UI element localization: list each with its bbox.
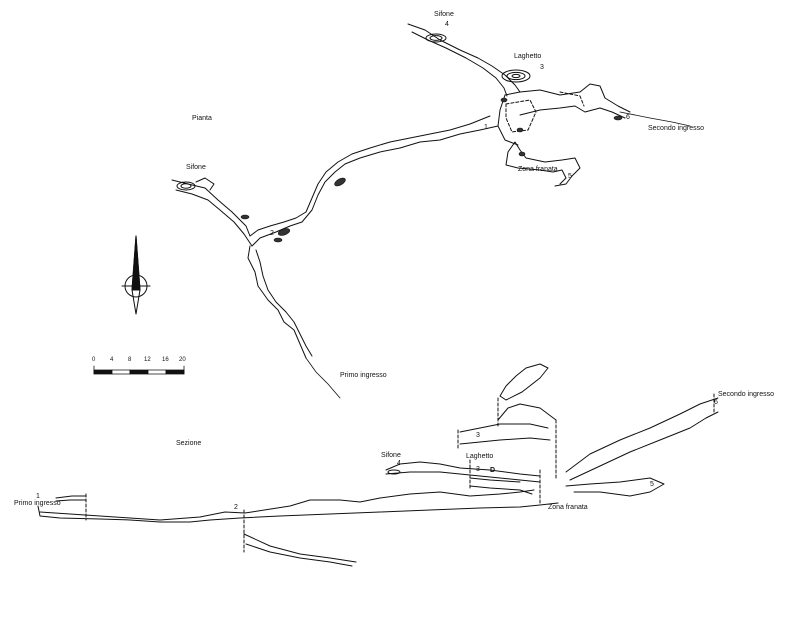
station-5-section: 5 [650, 481, 654, 488]
label-primo-ingresso-section: Primo ingresso [14, 500, 61, 507]
station-2-section: 2 [234, 504, 238, 511]
label-secondo-ingresso-plan: Secondo ingresso [648, 125, 705, 132]
station-5-plan: 5 [568, 173, 572, 180]
scale-tick-12: 12 [144, 357, 151, 363]
north-arrow [121, 235, 151, 315]
scale-bar [93, 365, 185, 375]
label-laghetto-section: Laghetto [466, 453, 494, 460]
station-1-plan: 1 [484, 124, 488, 131]
label-zona-franata-plan: Zona franata [518, 166, 558, 173]
label-sifone-top: Sifone [434, 11, 454, 18]
label-zona-franata-section: Zona franata [548, 504, 588, 511]
scale-tick-4: 4 [110, 357, 114, 363]
scale-tick-20: 20 [179, 357, 186, 363]
section-symbol-d: D [490, 467, 496, 474]
label-laghetto-plan: Laghetto [514, 53, 542, 60]
label-sifone-section: Sifone [381, 452, 401, 459]
station-4-section: 4 [397, 460, 401, 467]
scale-tick-0: 0 [92, 357, 96, 363]
station-4-plan: 4 [445, 21, 449, 28]
plan-boulders [240, 97, 623, 243]
station-3-upper-section: 3 [476, 432, 480, 439]
station-6-section: 6 [714, 399, 718, 406]
section-title: Sezione [176, 440, 202, 447]
station-2-plan: 2 [270, 230, 274, 237]
label-secondo-ingresso-section: Secondo ingresso [718, 391, 775, 398]
label-primo-ingresso-plan: Primo ingresso [340, 372, 387, 379]
plan-cave-outline [171, 23, 691, 399]
scale-tick-8: 8 [128, 357, 132, 363]
station-3-plan: 3 [540, 64, 544, 71]
scale-tick-16: 16 [162, 357, 169, 363]
station-6-plan: 6 [626, 114, 630, 121]
compass-north-letter: N [132, 280, 140, 291]
plan-title: Pianta [192, 115, 212, 122]
section-cave-outline [37, 363, 719, 567]
station-1-section: 1 [36, 493, 40, 500]
station-3-lower-section: 3 [476, 466, 480, 473]
label-sifone-left: Sifone [186, 164, 206, 171]
